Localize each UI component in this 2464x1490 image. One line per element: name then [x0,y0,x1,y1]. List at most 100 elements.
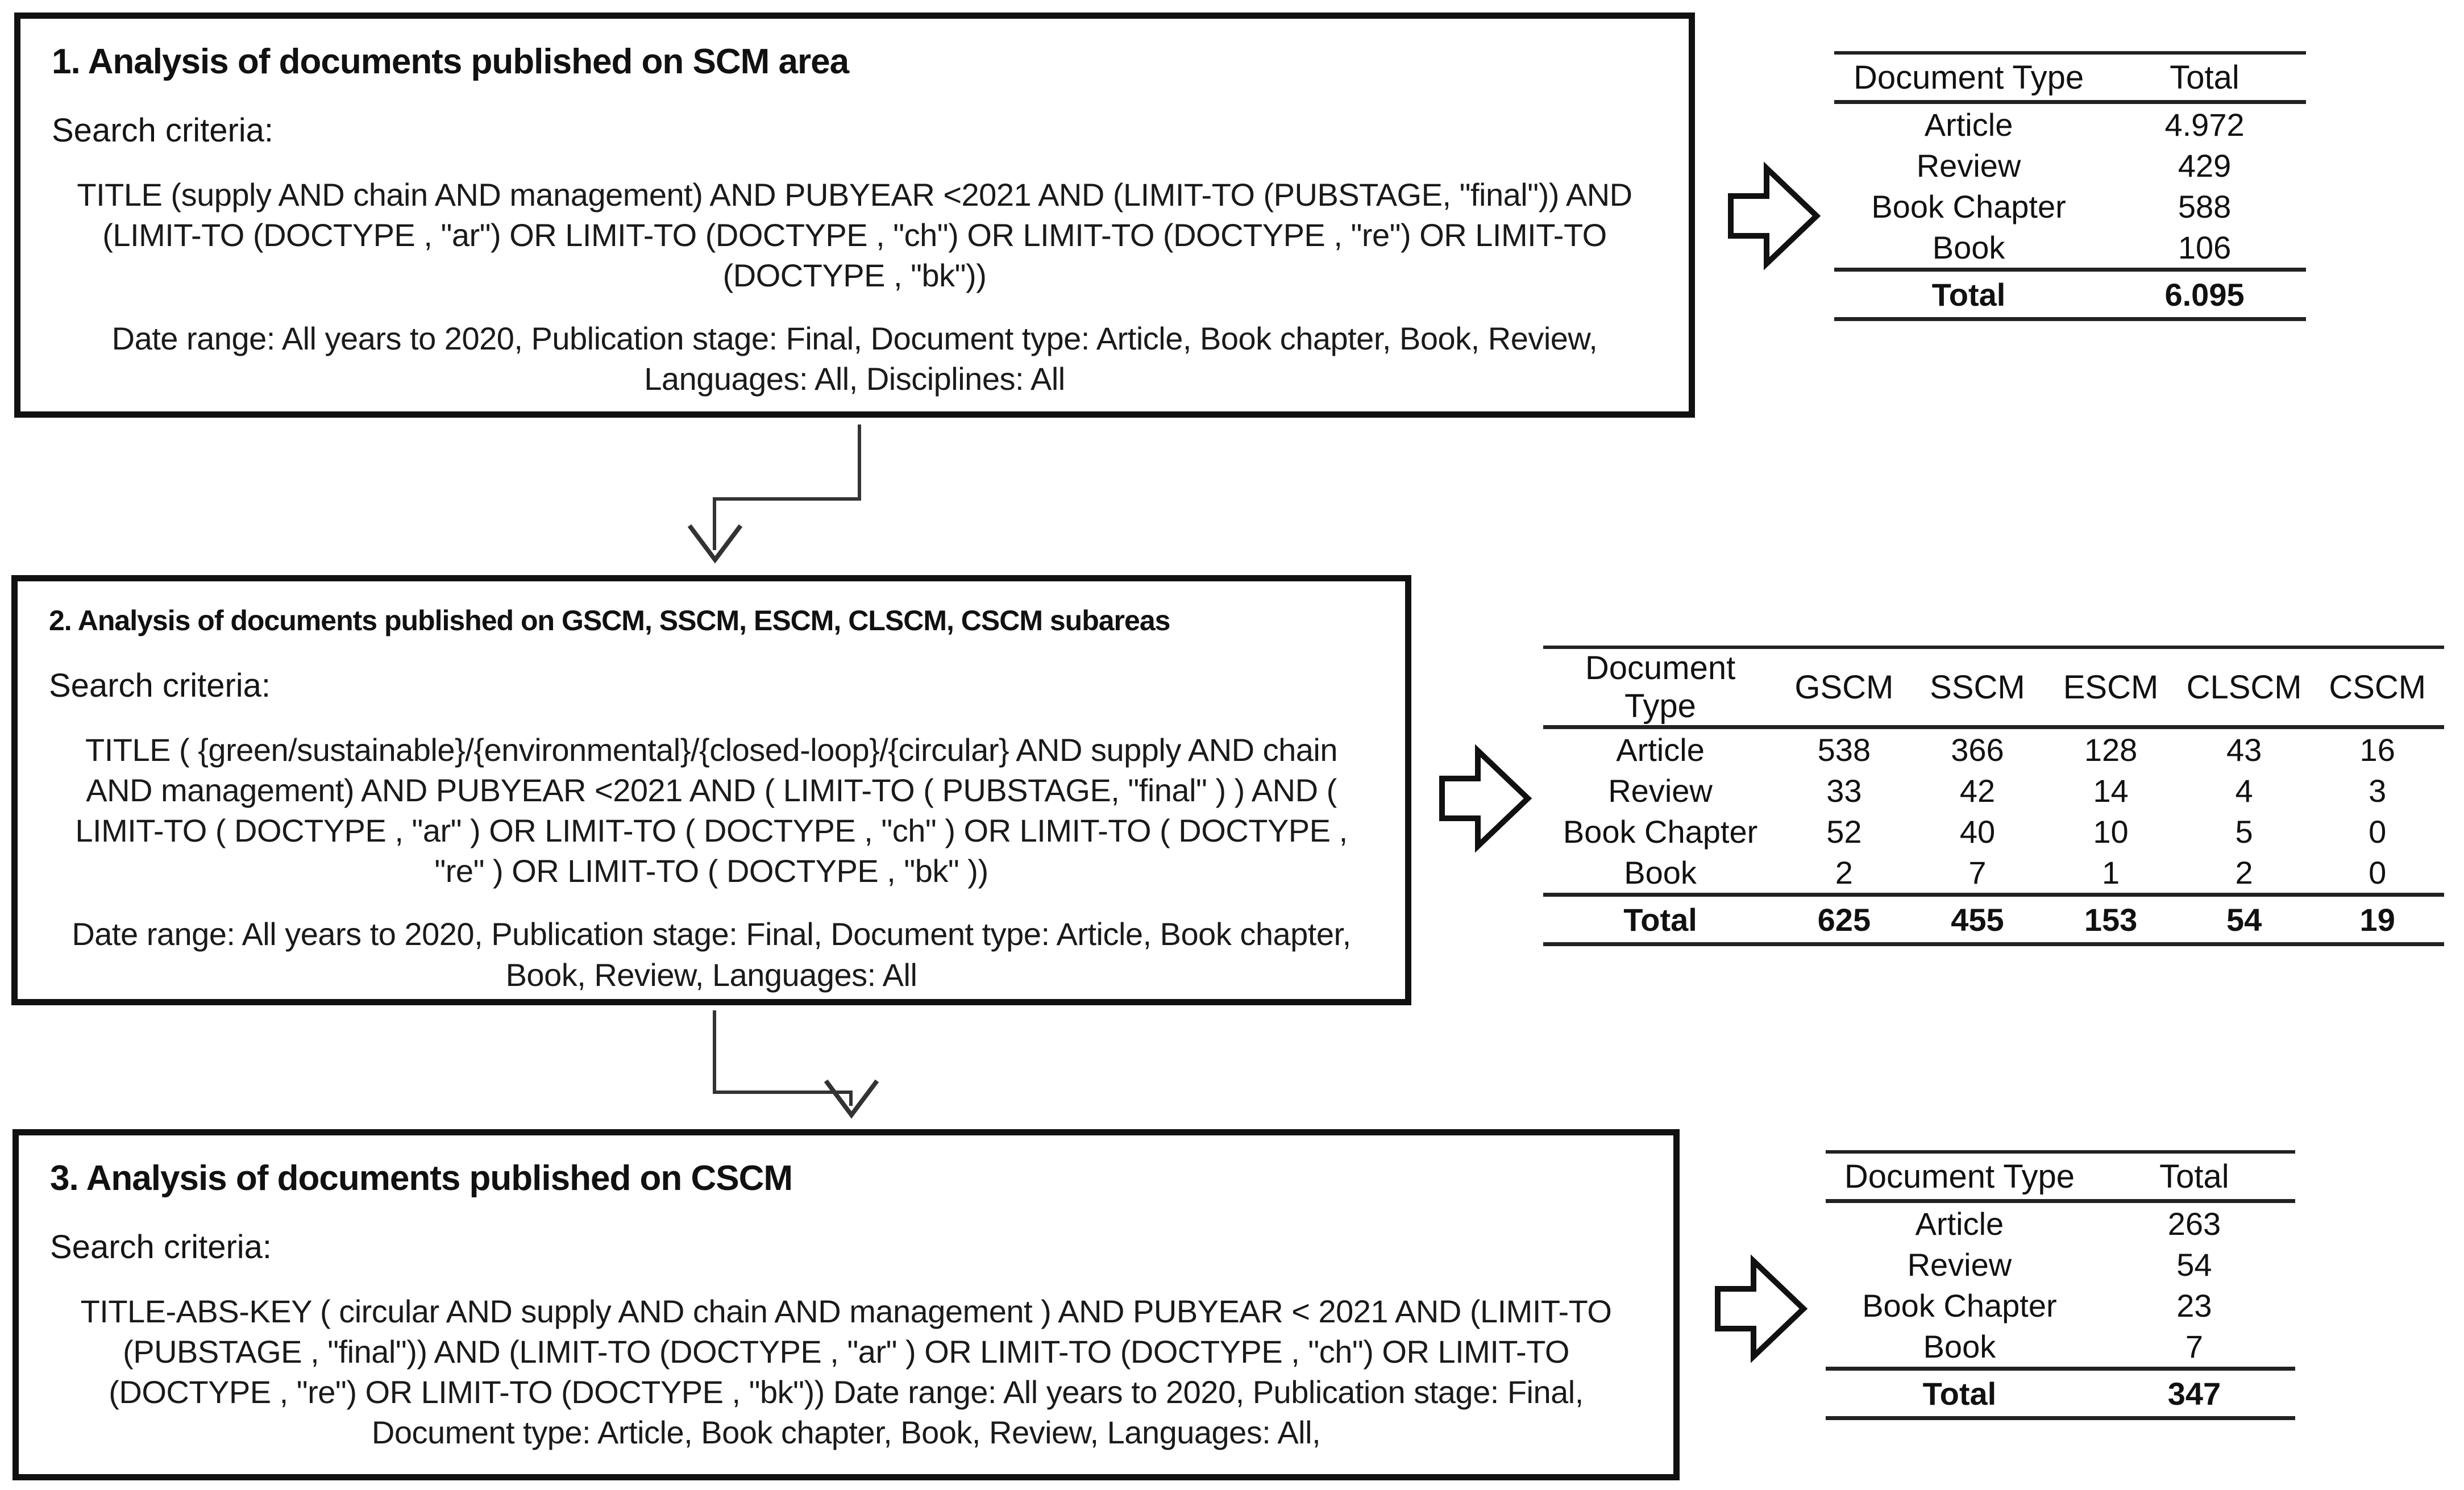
table-cell: 54 [2176,1246,2212,1283]
block-arrow-1-right-icon [1728,161,1821,270]
table-cell: 1 [2101,854,2120,890]
table-cell: 2 [2235,854,2253,890]
table-cell: Book Chapter [1862,1287,2057,1323]
table-cell: 52 [1826,813,1862,850]
connector-2-down-arrowhead-icon [824,1079,879,1119]
table-total-cell: 153 [2044,893,2178,944]
table-cell: 33 [1826,772,1862,809]
table-cell: 16 [2359,731,2395,768]
table-cell: Book Chapter [1871,188,2066,224]
table-cell: 7 [2185,1328,2203,1364]
step-3-box: 3. Analysis of documents published on CS… [13,1129,1680,1480]
step-2-search-query-text: TITLE ( {green/sustainable}/{environment… [75,732,1348,889]
table-cell: 263 [2167,1205,2221,1242]
table-cell: 366 [1951,731,2004,768]
table-cell: 40 [1959,813,1996,850]
table-cell: 3 [2369,772,2387,809]
table-cell: Book Chapter [1563,813,1758,850]
table-cell: Book [1932,229,2005,265]
table-cell: Article [1924,106,2013,143]
table-header-cell: Document Type [1826,1152,2093,1203]
table-cell: Book [1624,854,1697,890]
table-header-cell: Document Type [1543,647,1778,729]
step-1-search-query-text: TITLE (supply AND chain AND management) … [77,177,1632,294]
connector-1-down-arrowhead-icon [687,524,743,564]
table-cell: Article [1616,731,1705,768]
table-cell: 5 [2235,813,2253,850]
table-header-cell: CLSCM [2177,647,2311,729]
step-3-search-criteria-label: Search criteria: [50,1229,272,1266]
block-arrow-3-right-icon [1715,1254,1808,1363]
table-cell: 43 [2226,731,2262,768]
table-header-cell: Total [2103,53,2306,104]
connector-1-elbow-line [713,424,861,550]
table-cell: Book [1923,1328,1996,1364]
table-cell: 0 [2369,854,2387,890]
table-total-cell: 347 [2093,1367,2295,1418]
table-total-cell: 6.095 [2103,268,2306,319]
step-2-search-criteria-label: Search criteria: [49,667,271,704]
table-cell: 128 [2084,731,2138,768]
table-total-cell: 19 [2311,893,2444,944]
table-cell: Review [1608,772,1713,809]
table-cell: 42 [1959,772,1996,809]
table-cell: 429 [2178,147,2232,184]
step-1-date-range-text: Date range: All years to 2020, Publicati… [111,321,1598,397]
table-total-cell: 455 [1910,893,2045,944]
table-row: Book Chapter 23 [1826,1285,2295,1326]
table-row: Article 538 366 128 43 16 [1543,727,2444,771]
table-header-cell: GSCM [1777,647,1911,729]
table-total-cell: Total [1543,893,1778,944]
step-1-box: 1. Analysis of documents published on SC… [14,13,1695,418]
table-total-cell: 54 [2177,893,2311,944]
table-cell: 2 [1835,854,1853,890]
step-3-search-query-text: TITLE-ABS-KEY ( circular AND supply AND … [80,1293,1612,1451]
table-total-cell: Total [1826,1367,2093,1418]
table-row: Book 7 [1826,1326,2295,1369]
table-header-cell: Total [2093,1152,2295,1203]
step-3-title: 3. Analysis of documents published on CS… [50,1159,793,1198]
step-2-title: 2. Analysis of documents published on GS… [49,605,1170,636]
table-header-cell: SSCM [1910,647,2045,729]
table-cell: Review [1916,147,2021,184]
table-header-cell: CSCM [2311,647,2444,729]
table-row: Article 4.972 [1834,102,2306,145]
table-cell: 538 [1817,731,1871,768]
table-cell: 23 [2176,1287,2212,1323]
table-cell: 4 [2235,772,2253,809]
block-arrow-2-right-icon [1439,744,1532,853]
step-1-search-criteria-label: Search criteria: [52,112,274,149]
step-2-date-range-text: Date range: All years to 2020, Publicati… [72,916,1351,993]
table-header-cell: Document Type [1834,53,2104,104]
table-cell: 14 [2093,772,2129,809]
table-cell: 10 [2093,813,2129,850]
table-row: Article 263 [1826,1201,2295,1245]
table-cell: 4.972 [2164,106,2245,143]
connector-2-elbow-line [713,1010,853,1106]
table-total-cell: 625 [1777,893,1911,944]
table-cell: Article [1915,1205,2004,1242]
step-2-box: 2. Analysis of documents published on GS… [11,575,1411,1005]
table-header-cell: ESCM [2044,647,2178,729]
table-row: Book Chapter 588 [1834,186,2306,227]
table-cell: 588 [2178,188,2232,224]
table-cell: 7 [1968,854,1987,890]
table-row: Review 429 [1834,145,2306,186]
table-total-cell: Total [1834,268,2104,319]
